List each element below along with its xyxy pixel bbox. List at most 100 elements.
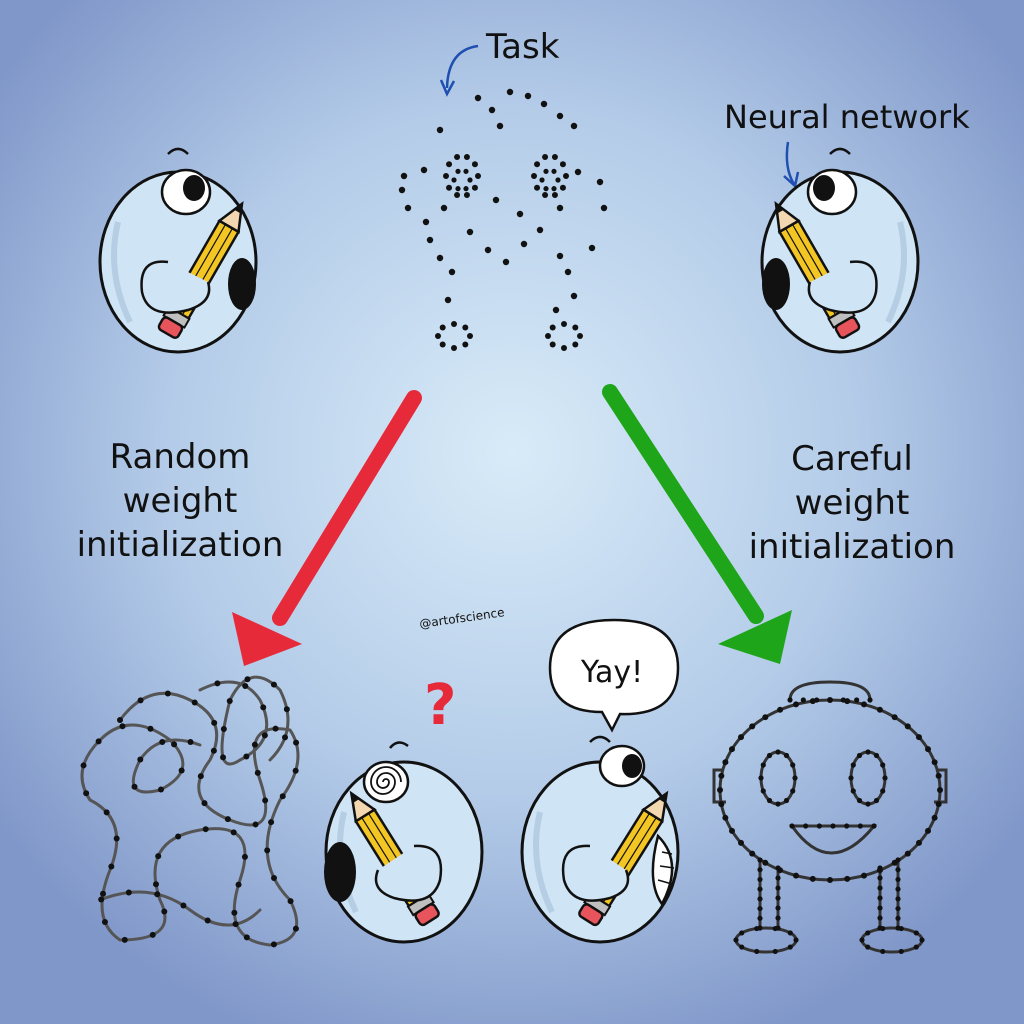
robot-dot xyxy=(880,925,886,932)
task-dot xyxy=(471,184,478,191)
nn-pointer-arrow xyxy=(785,141,796,185)
task-dot xyxy=(570,122,578,130)
robot-dot xyxy=(809,875,816,882)
scribble-dot xyxy=(159,739,166,746)
robot-dot xyxy=(738,839,745,846)
robot-dot xyxy=(854,697,860,703)
task-dot xyxy=(443,173,449,179)
task-dot xyxy=(435,333,441,339)
task-dot xyxy=(506,88,514,96)
robot-dot xyxy=(787,697,793,703)
task-dot xyxy=(534,161,541,168)
careful-result-robot xyxy=(712,680,948,954)
robot-dot xyxy=(891,714,898,721)
robot-dot xyxy=(814,697,820,703)
robot-dot xyxy=(789,823,795,829)
scribble-dot xyxy=(210,747,217,754)
random-result-scribble xyxy=(80,675,300,948)
scribble-dot xyxy=(232,921,239,928)
robot-dot xyxy=(873,752,880,759)
task-dot xyxy=(463,168,469,174)
scribble-dot xyxy=(175,833,182,840)
robot-dot xyxy=(850,762,856,768)
robot-dot xyxy=(840,697,846,703)
scribble-dot xyxy=(108,863,115,870)
task-dot xyxy=(561,345,567,351)
task-dot xyxy=(467,333,473,339)
task-pointer-arrow xyxy=(445,44,479,89)
robot-dot xyxy=(925,746,932,753)
scribble-dot xyxy=(164,690,171,697)
scribble-dot xyxy=(293,739,300,746)
scribble-dot xyxy=(244,676,251,683)
task-dot xyxy=(561,321,567,327)
scribble-dot xyxy=(292,767,299,774)
robot-dot xyxy=(718,801,725,808)
task-dot xyxy=(420,166,428,174)
robot-dot xyxy=(915,839,922,846)
robot-dot xyxy=(827,697,833,703)
task-dot xyxy=(549,341,556,348)
task-dot xyxy=(492,196,500,204)
robot-dot xyxy=(728,746,735,753)
scribble-dot xyxy=(191,699,198,706)
scribble-dot xyxy=(154,891,161,898)
task-dot xyxy=(588,244,596,252)
careful-init-label: Careful weight initialization xyxy=(749,439,956,567)
robot-dot xyxy=(937,787,943,793)
robot-mouth xyxy=(789,824,878,855)
task-dot xyxy=(534,184,541,191)
neural-network-character-top-left xyxy=(100,147,256,352)
robot-dot xyxy=(772,948,778,955)
robot-dot xyxy=(775,801,781,807)
robot-dot xyxy=(793,701,800,708)
scribble-dot xyxy=(152,881,159,888)
task-dot xyxy=(404,204,412,212)
robot-dot xyxy=(895,876,901,883)
robot-left-eye xyxy=(759,750,797,806)
robot-dot xyxy=(718,772,725,779)
robot-right-foot xyxy=(860,926,924,954)
scribble-dot xyxy=(178,767,185,774)
scribble-dot xyxy=(235,881,242,888)
scribble-dot xyxy=(251,741,258,748)
scribble-dot xyxy=(95,738,102,745)
scribble-dot xyxy=(282,734,289,741)
robot-dot xyxy=(935,801,942,808)
careful-label-line-2: weight xyxy=(795,483,910,523)
scribble-dot xyxy=(283,706,290,713)
robot-dot xyxy=(827,877,833,883)
robot-dot xyxy=(850,788,856,794)
scribble-dot xyxy=(80,762,87,769)
robot-dot xyxy=(738,734,745,741)
careful-path-arrow xyxy=(602,384,792,664)
task-dot xyxy=(463,153,470,160)
robot-dot xyxy=(754,925,760,932)
robot-dot xyxy=(800,697,806,703)
scribble-dot xyxy=(101,918,108,925)
robot-handle xyxy=(788,680,872,701)
scribble-dot xyxy=(187,738,194,745)
robot-dot xyxy=(898,925,904,932)
robot-dot xyxy=(775,915,781,921)
random-label-line-1: Random xyxy=(110,437,251,477)
robot-dot xyxy=(895,867,901,873)
robot-dot xyxy=(865,801,871,807)
robot-dot xyxy=(783,797,790,804)
task-dot xyxy=(436,126,444,134)
robot-dot xyxy=(865,944,871,950)
task-dot xyxy=(446,161,453,168)
task-dot xyxy=(556,112,564,120)
robot-dot xyxy=(931,759,938,766)
scribble-dot xyxy=(131,783,138,790)
task-dot xyxy=(600,204,608,212)
scribble-dot xyxy=(279,793,286,800)
robot-dot xyxy=(865,749,871,755)
robot-dot xyxy=(757,886,763,892)
scribble-dot xyxy=(171,741,178,748)
confused-character-group: ? xyxy=(324,673,482,942)
robot-dot xyxy=(876,706,883,713)
task-dot xyxy=(551,192,558,199)
scribble-dot xyxy=(260,704,267,711)
scribble-dot xyxy=(149,931,156,938)
